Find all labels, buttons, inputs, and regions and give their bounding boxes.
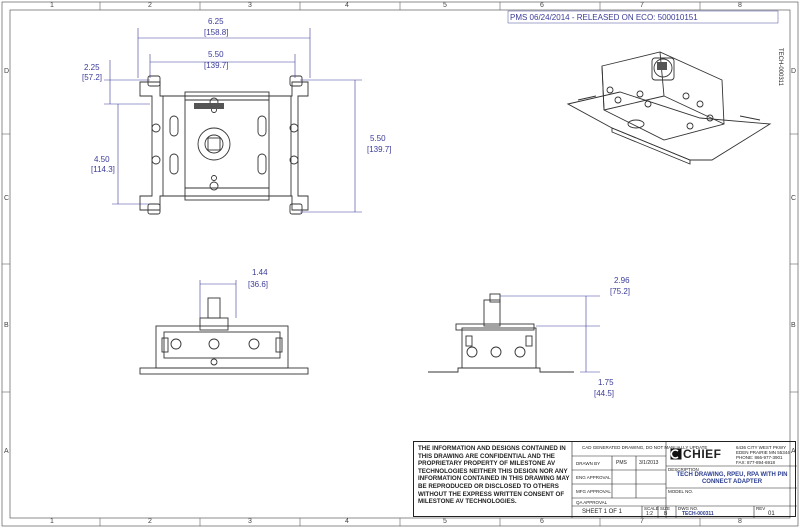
zone-left-d: D bbox=[4, 68, 10, 75]
dim-side-height-in: 2.96 bbox=[614, 276, 630, 285]
dim-offset-top-in: 2.25 bbox=[84, 63, 100, 72]
dim-side-height-mm: [75.2] bbox=[610, 287, 631, 296]
dim-offset-left-in: 4.50 bbox=[94, 155, 110, 164]
zone-top-6: 6 bbox=[540, 2, 544, 9]
zone-left-c: C bbox=[4, 195, 10, 202]
dim-offset-top-mm: [57.2] bbox=[82, 73, 103, 82]
zone-top-7: 7 bbox=[640, 2, 644, 9]
scale-label: SCALE bbox=[644, 506, 659, 511]
description: TECH DRAWING, RPEU, RPA WITH PIN CONNECT… bbox=[676, 472, 788, 485]
dim-side-width-in: 1.44 bbox=[252, 268, 268, 277]
confidentiality-notice: THE INFORMATION AND DESIGNS CONTAINED IN… bbox=[418, 445, 570, 506]
zone-right-a: A bbox=[791, 448, 796, 455]
dim-height-right-mm: [139.7] bbox=[367, 145, 392, 154]
dwg-no: TECH-000311 bbox=[682, 511, 714, 517]
size-value: B bbox=[664, 511, 668, 517]
company-logo: CHIEF bbox=[683, 447, 722, 461]
zone-top-3: 3 bbox=[248, 2, 252, 9]
chief-logo-icon bbox=[670, 448, 682, 460]
revision-note: PMS 06/24/2014 - RELEASED ON ECO: 500010… bbox=[510, 13, 698, 22]
drawn-date: 3/1/2013 bbox=[639, 460, 659, 466]
mfg-approval-label: MFG APPROVAL bbox=[576, 489, 611, 494]
zone-top-4: 4 bbox=[345, 2, 349, 9]
zone-left-b: B bbox=[4, 322, 9, 329]
dim-side-width-mm: [36.6] bbox=[248, 280, 269, 289]
sheet-number: SHEET 1 OF 1 bbox=[582, 509, 622, 515]
zone-bottom-5: 5 bbox=[443, 518, 447, 525]
zone-bottom-8: 8 bbox=[738, 518, 742, 525]
zone-right-b: B bbox=[791, 322, 796, 329]
address-line-1: 6436 CITY WEST PKWY bbox=[736, 445, 787, 450]
zone-left-a: A bbox=[4, 448, 9, 455]
qa-approval-label: QA APPROVAL bbox=[576, 500, 608, 505]
drawn-by-label: DRAWN BY bbox=[576, 461, 601, 466]
zone-top-8: 8 bbox=[738, 2, 742, 9]
drawn-by: PMS bbox=[616, 460, 627, 466]
dim-height-right-in: 5.50 bbox=[370, 134, 386, 143]
address-line-2: EDEN PRAIRIE MN 55344 bbox=[736, 450, 790, 455]
dim-top-width-mm: [158.8] bbox=[204, 28, 229, 37]
zone-right-d: D bbox=[791, 68, 797, 75]
title-block: THE INFORMATION AND DESIGNS CONTAINED IN… bbox=[413, 441, 797, 518]
dim-base-height-in: 1.75 bbox=[598, 378, 614, 387]
address-line-3: PHONE: 866-977-3901 bbox=[736, 455, 783, 460]
zone-bottom-3: 3 bbox=[248, 518, 252, 525]
zone-top-1: 1 bbox=[50, 2, 54, 9]
dim-slot-width-in: 5.50 bbox=[208, 50, 224, 59]
rev-value: 01 bbox=[768, 511, 775, 517]
size-label: SIZE bbox=[660, 506, 671, 511]
dim-slot-width-mm: [139.7] bbox=[204, 61, 229, 70]
dwg-no-label: DWG NO. bbox=[678, 506, 699, 511]
eng-approval-label: ENG APPROVAL bbox=[576, 475, 611, 480]
zone-bottom-7: 7 bbox=[640, 518, 644, 525]
zone-bottom-4: 4 bbox=[345, 518, 349, 525]
dim-base-height-mm: [44.5] bbox=[594, 389, 615, 398]
cad-note: CAD GENERATED DRAWING, DO NOT MANUALLY U… bbox=[582, 445, 708, 450]
scale-value: 1:2 bbox=[646, 511, 653, 517]
zone-right-c: C bbox=[791, 195, 797, 202]
dim-top-width-in: 6.25 bbox=[208, 17, 224, 26]
zone-bottom-2: 2 bbox=[148, 518, 152, 525]
address-line-4: FAX: 877-894-6918 bbox=[736, 460, 776, 465]
zone-bottom-1: 1 bbox=[50, 518, 54, 525]
zone-top-2: 2 bbox=[148, 2, 152, 9]
zone-top-5: 5 bbox=[443, 2, 447, 9]
description-label: DESCRIPTION bbox=[668, 467, 699, 472]
rev-label: REV bbox=[756, 506, 766, 511]
zone-bottom-6: 6 bbox=[540, 518, 544, 525]
model-no-label: MODEL NO. bbox=[668, 489, 694, 494]
title-block-grid bbox=[571, 442, 797, 518]
dim-offset-left-mm: [114.3] bbox=[91, 165, 115, 174]
